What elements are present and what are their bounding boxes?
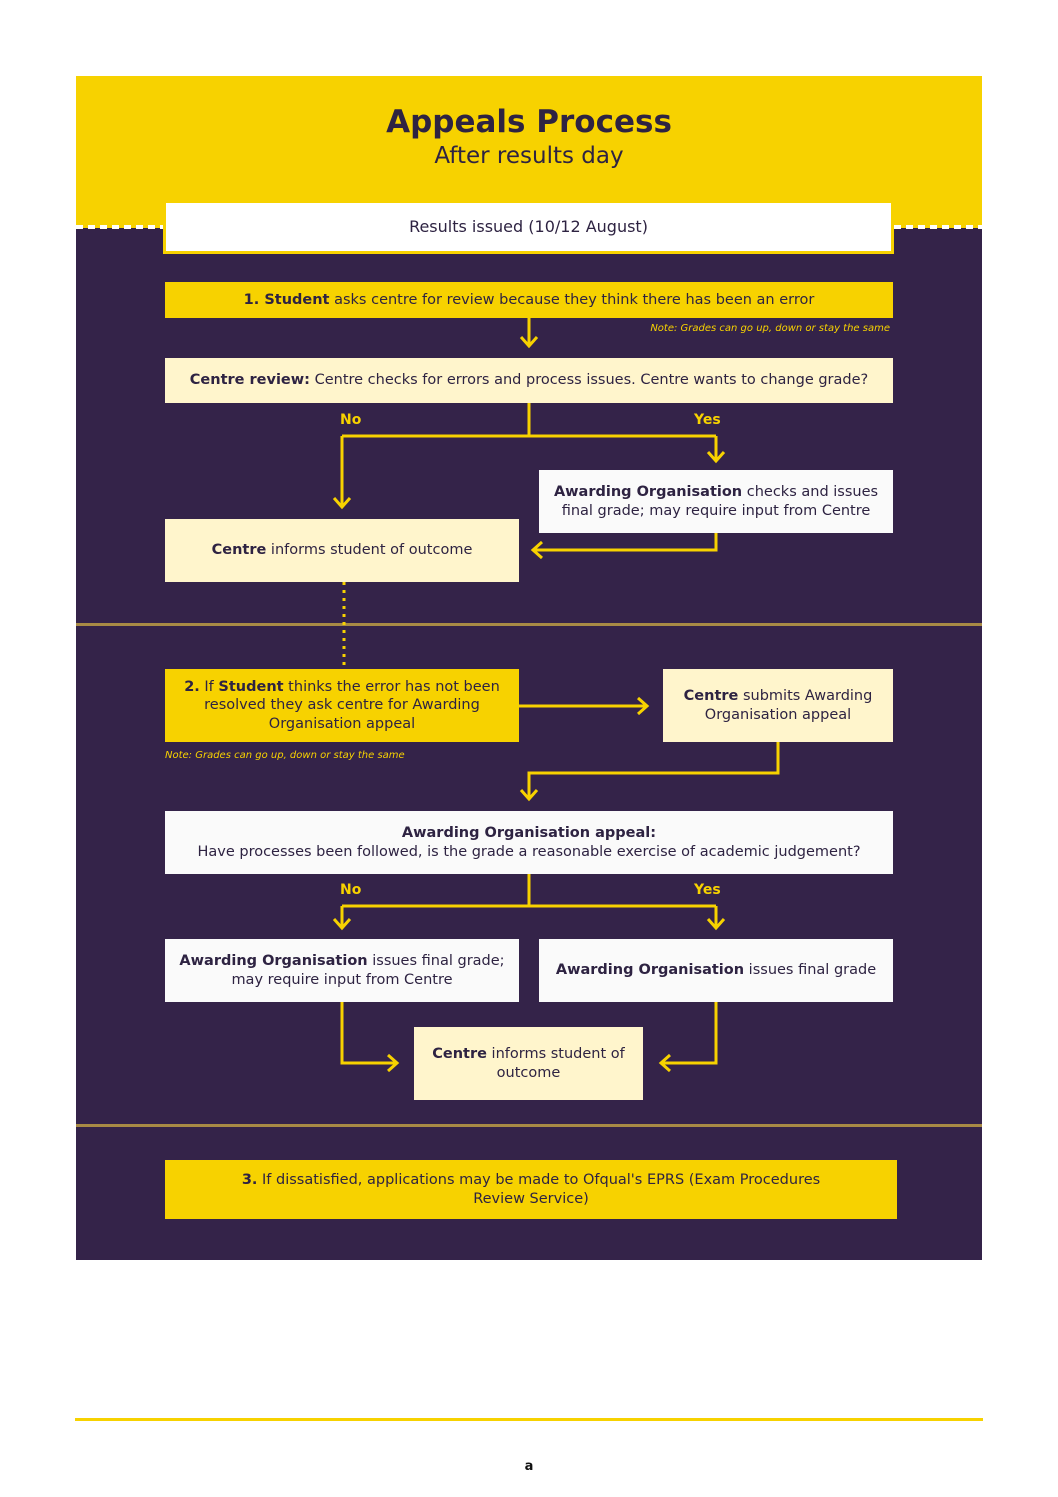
section-divider-2 xyxy=(76,1124,982,1127)
ao-issues-input-box: Awarding Organisation issues final grade… xyxy=(165,939,519,1002)
centre-submits-box: Centre submits Awarding Organisation app… xyxy=(663,669,893,742)
step1-lead: 1. Student xyxy=(243,291,330,308)
centre-informs-1-text: informs student of outcome xyxy=(266,542,473,559)
ao-appeal-box: Awarding Organisation appeal: Have proce… xyxy=(165,811,893,874)
page-subtitle: After results day xyxy=(434,143,624,169)
note-grades-2: Note: Grades can go up, down or stay the… xyxy=(165,750,405,761)
section-divider-1 xyxy=(76,623,982,626)
results-issued-box: Results issued (10/12 August) xyxy=(163,203,894,254)
dashed-edge-right xyxy=(894,225,982,229)
step2-mid: If xyxy=(199,678,219,695)
centre-submits-text: submits Awarding Organisation appeal xyxy=(704,688,873,723)
branch2-no-label: No xyxy=(340,882,362,898)
centre-informs-box-2: Centre informs student of outcome xyxy=(414,1027,643,1100)
centre-review-text: Centre checks for errors and process iss… xyxy=(309,372,869,389)
centre-review-lead: Centre review: xyxy=(189,372,310,389)
ao-appeal-text: Have processes been followed, is the gra… xyxy=(197,843,861,860)
ao-issues-input-lead: Awarding Organisation xyxy=(179,953,368,969)
branch1-yes-label: Yes xyxy=(694,412,721,428)
step2-lead2: Student xyxy=(218,678,284,695)
header-band xyxy=(76,76,982,228)
step3-text: If dissatisfied, applications may be mad… xyxy=(257,1172,821,1207)
footer-rule xyxy=(75,1418,983,1421)
centre-informs-1-lead: Centre xyxy=(211,542,267,559)
ao-appeal-lead: Awarding Organisation appeal: xyxy=(401,825,657,841)
branch1-no-label: No xyxy=(340,412,362,428)
step2-lead: 2. xyxy=(184,678,200,695)
page-number: a xyxy=(524,1459,534,1474)
branch2-yes-label: Yes xyxy=(694,882,721,898)
ao-issues-box: Awarding Organisation issues final grade xyxy=(539,939,893,1002)
centre-review-box: Centre review: Centre checks for errors … xyxy=(165,358,893,403)
step3-box: 3. If dissatisfied, applications may be … xyxy=(165,1160,897,1219)
ao-issues-input-text: issues final grade; may require input fr… xyxy=(231,953,505,988)
ao-checks-text: checks and issues final grade; may requi… xyxy=(561,484,879,519)
page-title: Appeals Process xyxy=(386,104,672,140)
note-grades-1: Note: Grades can go up, down or stay the… xyxy=(650,323,890,334)
centre-informs-2-text: informs student of outcome xyxy=(486,1046,625,1081)
results-issued-label: Results issued (10/12 August) xyxy=(409,216,648,236)
dashed-edge-left xyxy=(76,225,163,229)
step1-text: asks centre for review because they thin… xyxy=(329,291,815,308)
step2-text: thinks the error has not been resolved t… xyxy=(204,678,500,732)
centre-submits-lead: Centre xyxy=(683,688,739,704)
ao-issues-text: issues final grade xyxy=(744,962,877,979)
step3-lead: 3. xyxy=(241,1172,258,1188)
step2-box: 2. If Student thinks the error has not b… xyxy=(165,669,519,742)
ao-checks-box: Awarding Organisation checks and issues … xyxy=(539,470,893,533)
centre-informs-box-1: Centre informs student of outcome xyxy=(165,519,519,582)
ao-issues-lead: Awarding Organisation xyxy=(555,962,745,979)
step1-box: 1. Student asks centre for review becaus… xyxy=(165,282,893,318)
ao-checks-lead: Awarding Organisation xyxy=(553,484,743,500)
centre-informs-2-lead: Centre xyxy=(432,1046,487,1062)
